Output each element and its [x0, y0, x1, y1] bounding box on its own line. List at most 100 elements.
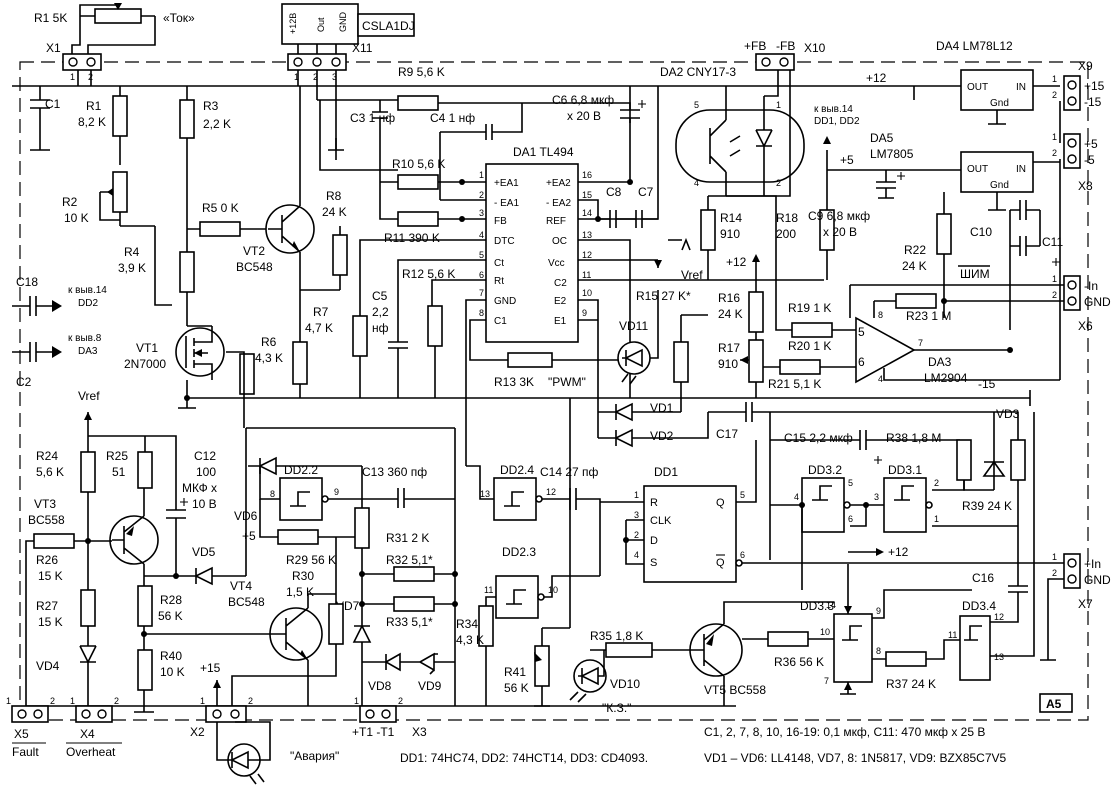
note-ics: DD1: 74HC74, DD2: 74HCT14, DD3: CD4093. [400, 751, 648, 765]
svg-text:9: 9 [876, 606, 881, 616]
svg-text:-15: -15 [1084, 95, 1102, 109]
svg-text:4: 4 [479, 230, 484, 240]
x7-connector[interactable] [1063, 553, 1081, 589]
vt1-mosfet [175, 326, 245, 428]
svg-text:R34: R34 [456, 617, 478, 631]
svg-text:R2: R2 [62, 195, 78, 209]
svg-text:5: 5 [479, 250, 484, 260]
svg-text:X6: X6 [1078, 319, 1093, 333]
svg-text:11: 11 [484, 585, 493, 595]
svg-text:LM2904: LM2904 [924, 371, 968, 385]
svg-text:ШИМ: ШИМ [960, 267, 990, 281]
svg-text:12: 12 [994, 612, 1004, 622]
svg-text:-15: -15 [978, 377, 996, 391]
svg-text:6: 6 [479, 270, 484, 280]
svg-text:R18: R18 [776, 211, 798, 225]
svg-text:VD6: VD6 [234, 509, 258, 523]
x11-connector[interactable] [287, 53, 347, 71]
svg-text:C6 6,8 мкф: C6 6,8 мкф [552, 93, 614, 107]
svg-text:R1: R1 [86, 99, 102, 113]
svg-text:7: 7 [824, 676, 829, 686]
svg-text:R10 5,6 K: R10 5,6 K [392, 157, 445, 171]
svg-text:3: 3 [874, 492, 879, 502]
svg-text:+EA2: +EA2 [546, 178, 571, 189]
svg-text:VD9: VD9 [418, 679, 442, 693]
x4-connector[interactable] [75, 705, 113, 723]
svg-text:C13 360 пф: C13 360 пф [362, 465, 427, 479]
svg-text:BC548: BC548 [228, 595, 265, 609]
svg-text:OUT: OUT [967, 82, 988, 93]
svg-text:GND: GND [494, 296, 516, 307]
svg-text:VT5 BC558: VT5 BC558 [704, 683, 766, 697]
svg-text:1: 1 [354, 696, 359, 706]
svg-text:9: 9 [334, 487, 339, 497]
svg-text:Rt: Rt [494, 276, 504, 287]
vt3-transistor [109, 488, 159, 576]
tok-label: «Ток» [163, 11, 195, 25]
svg-text:R22: R22 [904, 243, 926, 257]
svg-text:1: 1 [776, 100, 781, 110]
svg-text:VD11: VD11 [619, 319, 648, 333]
svg-text:4: 4 [634, 550, 639, 560]
x2-connector[interactable] [205, 705, 247, 723]
svg-text:15 K: 15 K [38, 569, 63, 583]
svg-text:R27: R27 [36, 599, 58, 613]
svg-text:C7: C7 [638, 185, 654, 199]
svg-text:R5 0 K: R5 0 K [202, 201, 239, 215]
vt2-transistor [265, 190, 315, 290]
x9-connector[interactable] [1063, 75, 1081, 111]
svg-text:+In: +In [1084, 557, 1101, 571]
svg-text:16: 16 [582, 170, 592, 180]
svg-text:x 20 B: x 20 B [567, 109, 601, 123]
svg-text:C15 2,2 мкф: C15 2,2 мкф [784, 431, 853, 445]
svg-text:13: 13 [480, 489, 490, 499]
svg-text:C18: C18 [16, 275, 38, 289]
vd10-led [569, 650, 607, 703]
svg-text:Vref: Vref [681, 268, 703, 282]
svg-text:5: 5 [858, 325, 865, 339]
svg-text:2N7000: 2N7000 [124, 357, 166, 371]
svg-text:VT2: VT2 [243, 244, 265, 258]
x10-connector[interactable] [755, 53, 795, 71]
svg-text:IN: IN [1016, 164, 1026, 175]
svg-text:R12 5,6 K: R12 5,6 K [402, 267, 455, 281]
svg-text:2: 2 [479, 190, 484, 200]
da4-label: DA4 LM78L12 [936, 39, 1013, 53]
svg-text:10: 10 [820, 627, 830, 637]
svg-text:Out: Out [316, 17, 326, 32]
svg-text:нф: нф [372, 321, 389, 335]
dd2-3-gate [495, 575, 545, 619]
x5-connector[interactable] [11, 705, 49, 723]
svg-text:100: 100 [196, 465, 216, 479]
svg-text:DA3: DA3 [928, 355, 952, 369]
svg-text:14: 14 [826, 600, 836, 610]
svg-text:R24: R24 [36, 449, 58, 463]
svg-text:56 K: 56 K [504, 681, 529, 695]
svg-text:- EA2: - EA2 [546, 198, 571, 209]
svg-text:24 K: 24 K [718, 307, 743, 321]
svg-text:X2: X2 [190, 725, 205, 739]
vd11-led [617, 290, 659, 385]
svg-text:R6: R6 [261, 335, 277, 349]
svg-text:15 K: 15 K [38, 615, 63, 629]
svg-text:GND: GND [1084, 573, 1111, 587]
svg-text:1: 1 [1052, 274, 1057, 284]
svg-text:X8: X8 [1078, 179, 1093, 193]
x1-connector[interactable] [62, 53, 102, 71]
x8-connector[interactable] [1063, 133, 1081, 169]
svg-text:2: 2 [398, 696, 403, 706]
svg-text:X4: X4 [80, 727, 95, 741]
x6-connector[interactable] [1063, 275, 1081, 311]
svg-text:R32 5,1*: R32 5,1* [386, 553, 433, 567]
svg-text:3: 3 [634, 510, 639, 520]
svg-text:56 K: 56 K [158, 609, 183, 623]
x11-current-sensor [281, 3, 415, 45]
x3-connector[interactable] [359, 705, 397, 723]
svg-text:7: 7 [479, 288, 484, 298]
svg-text:10: 10 [582, 288, 592, 298]
svg-text:OC: OC [552, 236, 567, 247]
svg-text:R19 1 K: R19 1 K [788, 301, 831, 315]
svg-text:DD2.4: DD2.4 [500, 463, 534, 477]
svg-text:2: 2 [634, 530, 639, 540]
